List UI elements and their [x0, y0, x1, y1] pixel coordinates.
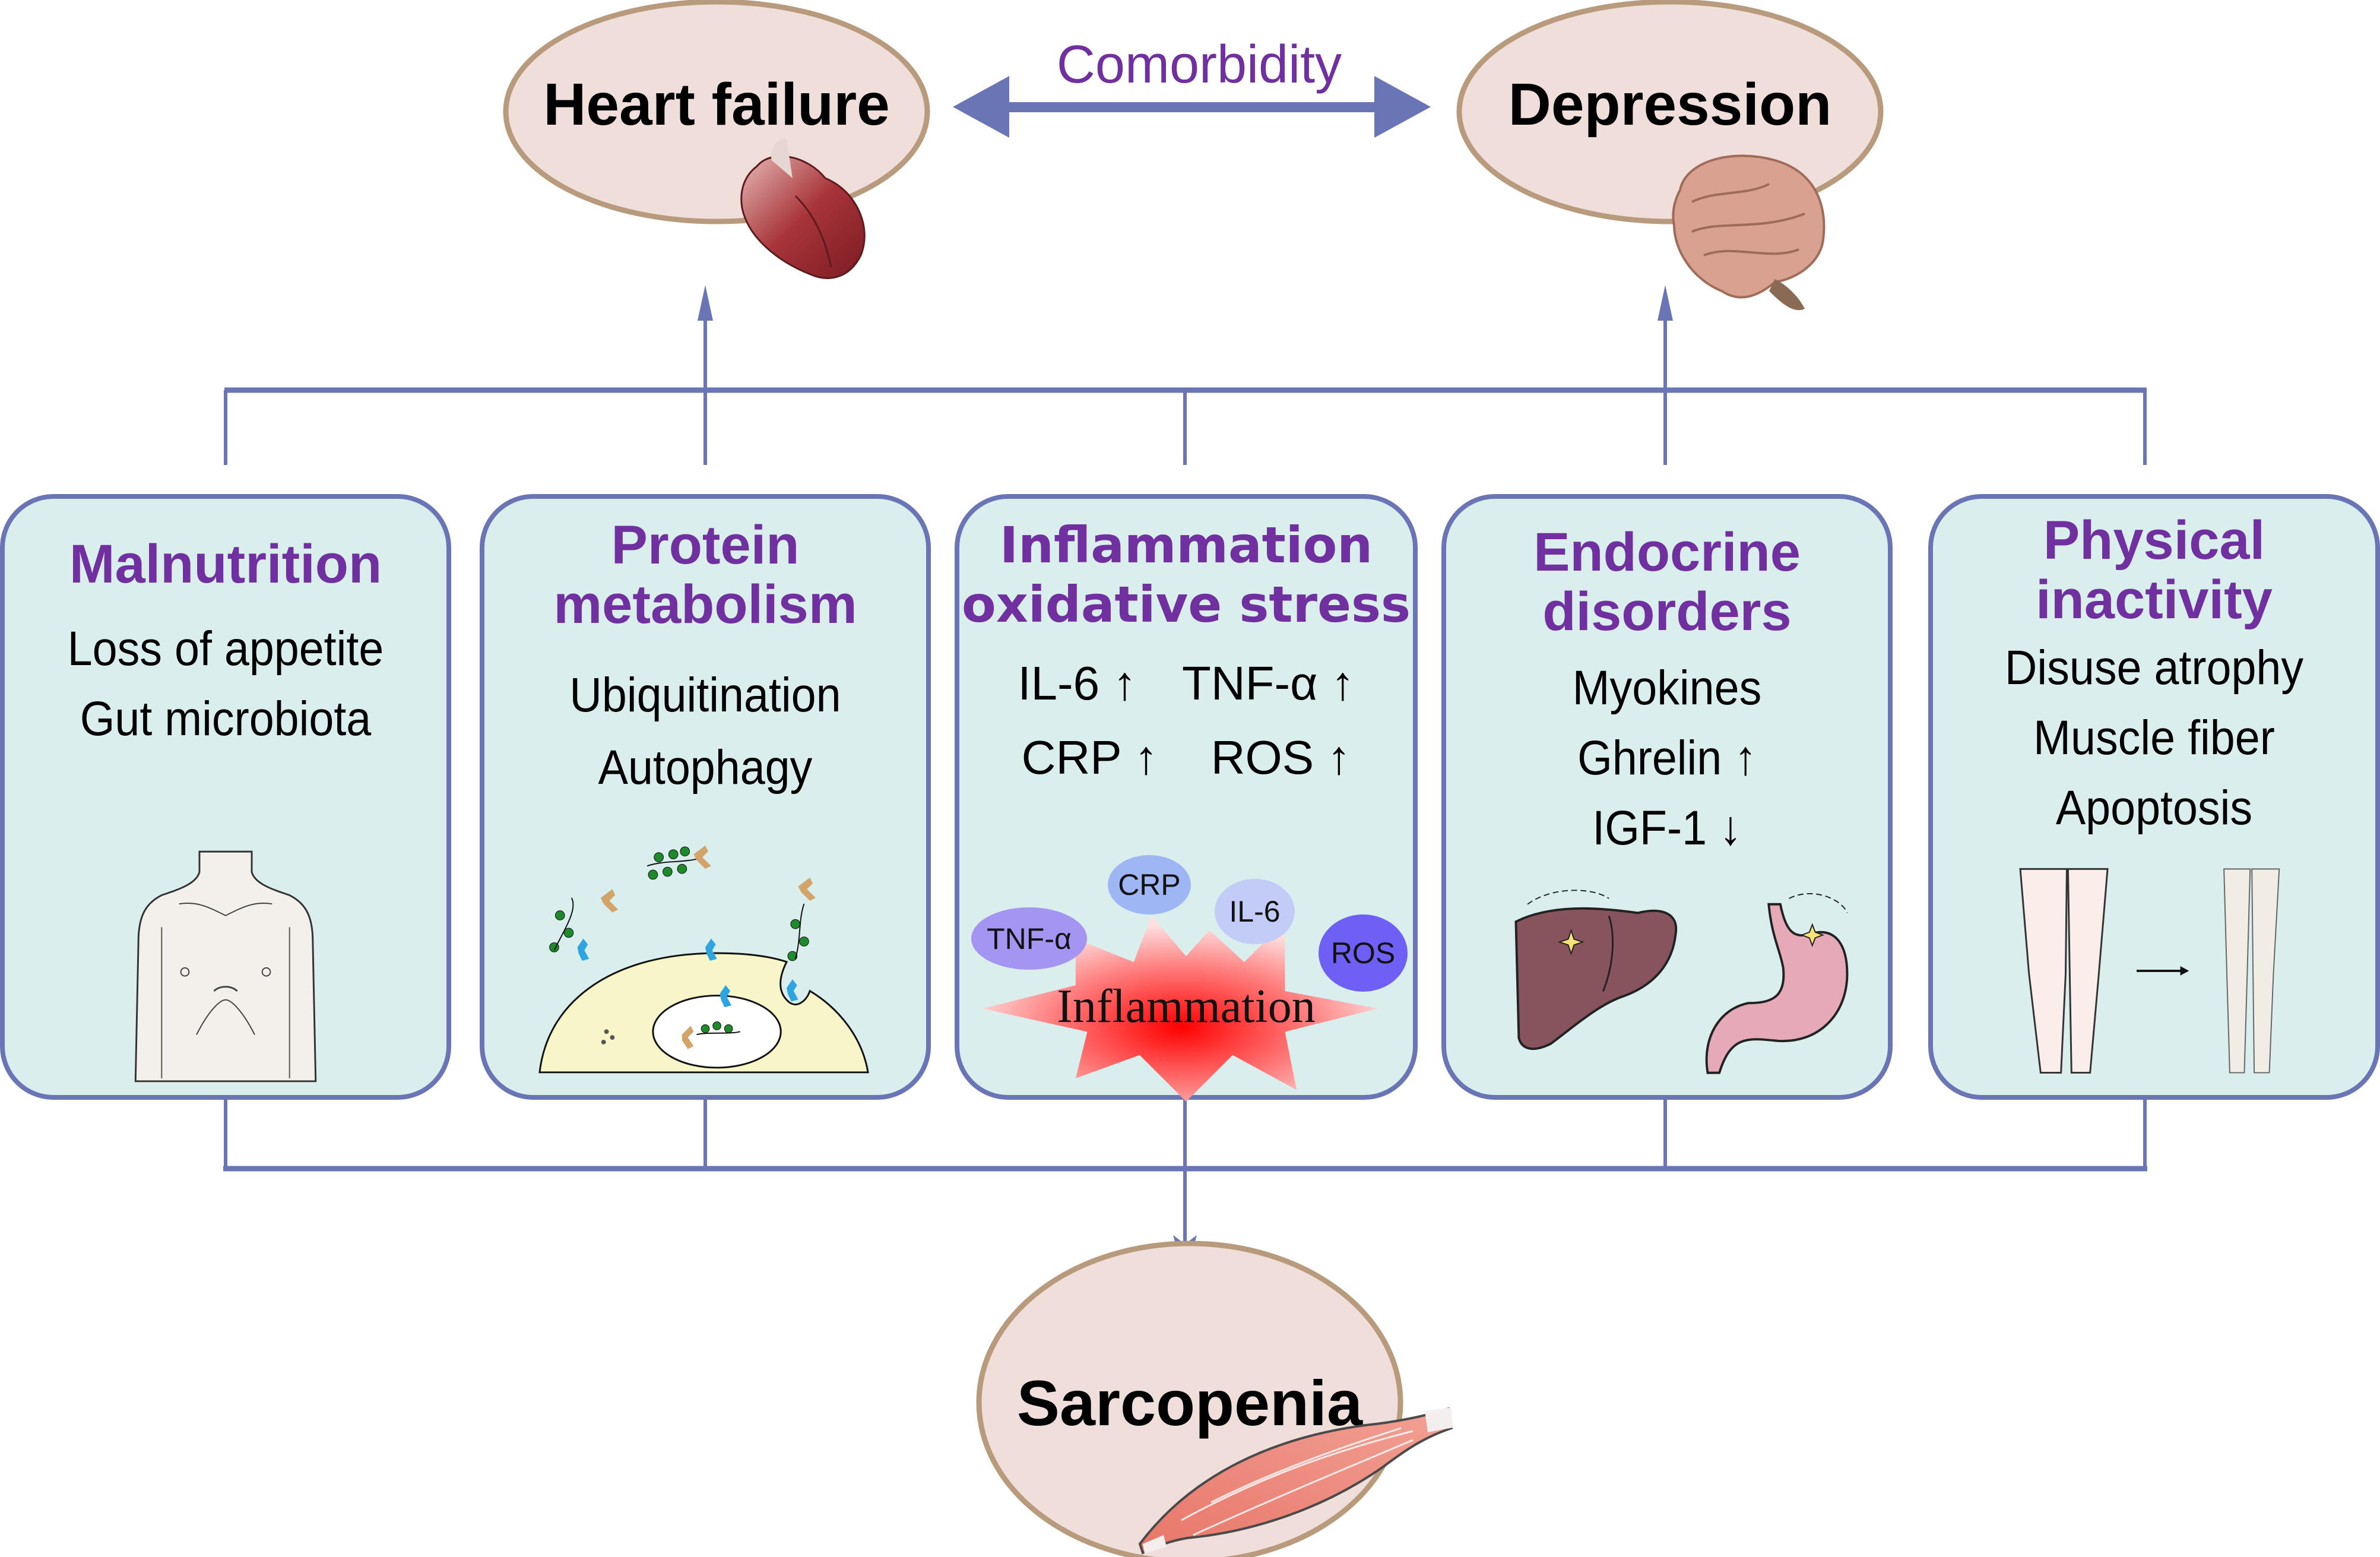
factor-item: IGF-1 ↓	[1592, 801, 1742, 855]
factor-box-endocrine: Endocrine disorders Myokines Ghrelin ↑ I…	[1441, 494, 1893, 1100]
bottom-connector-bus	[223, 1100, 2147, 1256]
bubble-crp: CRP	[1108, 855, 1191, 914]
depression-label: Depression	[1509, 71, 1832, 138]
liver-stomach-icon	[1514, 890, 1849, 1074]
factor-title: Malnutrition	[5, 534, 446, 594]
top-connector-bus	[224, 321, 2147, 465]
factor-title: Inflammation oxidative stress	[959, 515, 1413, 634]
factor-box-physical-inactivity: Physical inactivity Disuse atrophy Muscl…	[1928, 494, 2380, 1100]
factor-item: Autophagy	[598, 740, 813, 795]
heart-failure-node: Heart failure	[503, 0, 930, 279]
inflammation-burst-icon	[983, 915, 1378, 1102]
factor-title-line: Endocrine	[1533, 522, 1801, 583]
factor-item: Loss of appetite	[67, 622, 384, 676]
factor-item: Myokines	[1572, 661, 1762, 715]
comorbidity-label: Comorbidity	[1056, 35, 1342, 94]
marker-tnf-alpha: TNF-α ↑	[1182, 657, 1355, 710]
sarcopenia-label: Sarcopenia	[1017, 1367, 1363, 1439]
factor-title: Physical inactivity	[1933, 511, 2375, 629]
factor-title-line: Inflammation	[999, 516, 1373, 574]
marker-ros: ROS ↑	[1210, 731, 1351, 784]
thin-torso-icon	[134, 850, 317, 1083]
arrow-up-to-heart-failure	[698, 285, 713, 321]
sarcopenia-node: Sarcopenia	[976, 1240, 1453, 1557]
bubble-il6: IL-6	[1215, 879, 1295, 944]
bubble-ros: ROS	[1319, 914, 1408, 992]
burst-label: Inflammation	[1057, 980, 1316, 1033]
legs-atrophy-icon	[2019, 868, 2280, 1074]
heart-failure-ellipse	[503, 0, 930, 224]
factor-box-inflammation: Inflammation oxidative stress IL-6 ↑ TNF…	[955, 494, 1418, 1102]
heart-organ-icon	[740, 139, 866, 279]
factor-box-protein-metabolism: Protein metabolism Ubiquitination Autoph…	[480, 494, 931, 1100]
factor-title-line: metabolism	[553, 574, 857, 635]
cell-autophagy-icon	[538, 846, 869, 1074]
factor-box-malnutrition: Malnutrition Loss of appetite Gut microb…	[0, 494, 451, 1100]
factor-title-line: Malnutrition	[69, 534, 382, 594]
comorbidity-arrow	[953, 76, 1431, 138]
factor-item: Gut microbiota	[80, 692, 372, 746]
marker-il6: IL-6 ↑	[1018, 657, 1137, 710]
muscle-icon	[1138, 1407, 1453, 1555]
factor-title-line: oxidative stress	[962, 575, 1411, 634]
brain-organ-icon	[1672, 154, 1826, 311]
factor-item: Ghrelin ↑	[1577, 731, 1757, 785]
arrow-up-to-depression	[1658, 285, 1673, 321]
factor-title-line: Physical	[2043, 510, 2265, 571]
factor-title: Endocrine disorders	[1446, 523, 1888, 641]
heart-failure-label: Heart failure	[543, 71, 890, 138]
factor-title-line: Protein	[611, 515, 800, 575]
factor-item: Ubiquitination	[569, 668, 841, 722]
marker-crp: CRP ↑	[1021, 731, 1158, 784]
factor-title: Protein metabolism	[484, 515, 926, 634]
factor-title-line: inactivity	[2036, 569, 2273, 630]
factor-title-line: disorders	[1542, 581, 1792, 642]
factor-item: Muscle fiber	[2033, 711, 2275, 765]
bubble-tnf-alpha: TNF-α	[971, 907, 1087, 970]
factor-item: Disuse atrophy	[2004, 641, 2304, 695]
factor-item: Apoptosis	[2055, 781, 2253, 835]
depression-node: Depression	[1456, 0, 1884, 311]
